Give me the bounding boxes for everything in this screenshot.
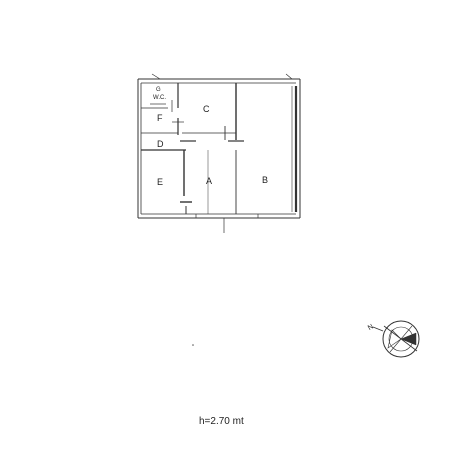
interior-walls bbox=[141, 83, 244, 214]
room-label-f: F bbox=[157, 113, 163, 123]
ceiling-height-note: h=2.70 mt bbox=[199, 416, 244, 427]
outer-walls bbox=[137, 73, 301, 233]
compass-north-label: N bbox=[367, 323, 375, 332]
room-label-e: E bbox=[157, 177, 163, 187]
room-label-wc: W.C. bbox=[153, 95, 166, 101]
north-compass-icon bbox=[372, 320, 420, 358]
room-label-a: A bbox=[206, 176, 212, 186]
stray-dot bbox=[192, 344, 194, 346]
room-label-d: D bbox=[157, 139, 164, 149]
room-label-b: B bbox=[262, 175, 268, 185]
room-label-c: C bbox=[203, 104, 210, 114]
room-label-g: G bbox=[156, 87, 161, 93]
